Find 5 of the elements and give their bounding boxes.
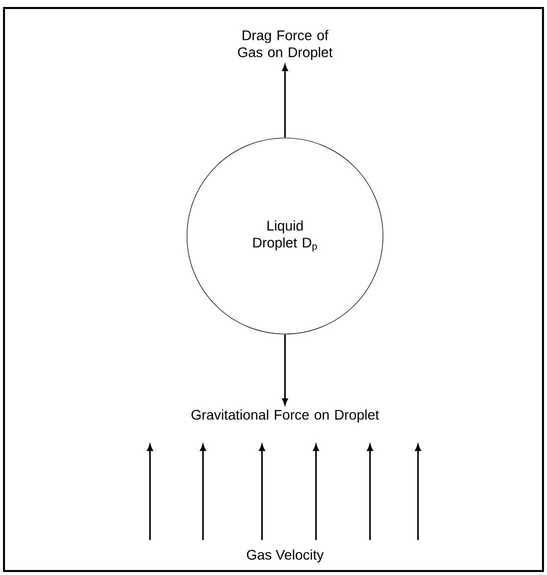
force-arrow <box>282 334 288 405</box>
force-label: Gravitational Force on Droplet <box>192 410 380 422</box>
flow-label: Gas Velocity <box>246 550 324 562</box>
force-arrow <box>282 64 288 138</box>
force-label: Drag Force of Gas on Droplet <box>238 30 333 60</box>
